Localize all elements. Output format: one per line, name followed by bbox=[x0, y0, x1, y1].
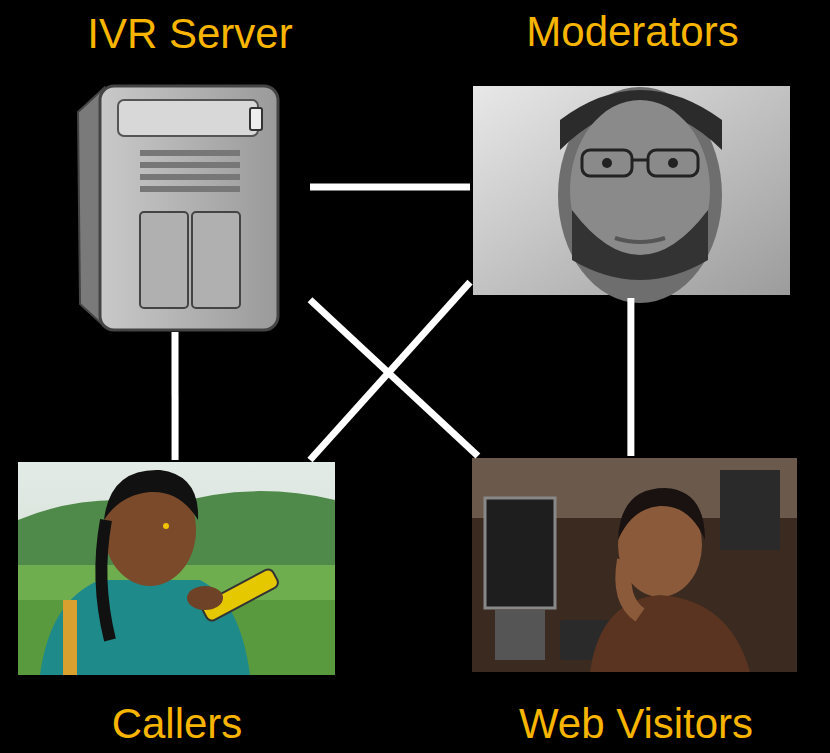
server-icon-part bbox=[140, 186, 240, 192]
moderator-photo-part bbox=[582, 150, 632, 176]
caller-photo-part bbox=[104, 470, 198, 520]
server-icon-part bbox=[140, 162, 240, 168]
web-visitor-photo-part bbox=[618, 488, 705, 540]
moderator-photo-part bbox=[648, 150, 698, 176]
server-icon-part bbox=[140, 174, 240, 180]
connector-line bbox=[310, 282, 470, 460]
server-icon-part bbox=[118, 100, 258, 136]
node-title: Web Visitors bbox=[519, 700, 753, 748]
picture-node: Callers bbox=[16, 460, 338, 748]
server-icon-part bbox=[100, 86, 278, 330]
picture-node: Web Visitors bbox=[466, 456, 806, 748]
node-title: Callers bbox=[112, 700, 243, 748]
web-visitor-photo-part bbox=[485, 498, 555, 608]
server-icon bbox=[78, 86, 278, 330]
connector-line bbox=[627, 298, 634, 456]
caller-photo-part bbox=[101, 520, 110, 640]
caller-photo-part bbox=[18, 565, 335, 675]
server-icon-part bbox=[250, 108, 262, 130]
server-icon-part bbox=[140, 212, 188, 308]
node-title: IVR Server bbox=[87, 10, 292, 58]
moderator-photo-part bbox=[602, 158, 612, 168]
connector-line bbox=[172, 332, 179, 460]
caller-photo-part bbox=[187, 586, 223, 610]
caller-photo-part bbox=[40, 580, 250, 675]
web-visitor-photo bbox=[472, 458, 797, 672]
moderator-photo-part bbox=[572, 210, 708, 280]
web-visitor-photo-part bbox=[623, 560, 640, 615]
server-icon-part bbox=[192, 212, 240, 308]
caller-photo-part bbox=[18, 462, 335, 675]
moderator-photo-part bbox=[632, 159, 648, 162]
picture-node: IVR Server bbox=[70, 10, 310, 332]
picture-node: Moderators bbox=[470, 8, 795, 298]
caller-photo-part bbox=[163, 523, 169, 529]
caller-photo bbox=[18, 462, 335, 675]
moderator-photo-part bbox=[473, 86, 790, 295]
moderator-photo-part bbox=[615, 238, 665, 242]
node-title: Moderators bbox=[526, 8, 738, 56]
connector-line bbox=[310, 183, 470, 190]
moderator-photo-part bbox=[668, 158, 678, 168]
web-visitor-photo-part bbox=[495, 610, 545, 660]
server-icon-part bbox=[140, 150, 240, 156]
moderator-photo-part bbox=[570, 100, 710, 280]
moderator-photo-part bbox=[558, 87, 722, 303]
moderator-photo bbox=[473, 86, 790, 303]
web-visitor-photo-part bbox=[720, 470, 780, 550]
caller-photo-part bbox=[63, 600, 77, 675]
web-visitor-photo-part bbox=[590, 595, 750, 672]
web-visitor-photo-part bbox=[472, 458, 797, 672]
